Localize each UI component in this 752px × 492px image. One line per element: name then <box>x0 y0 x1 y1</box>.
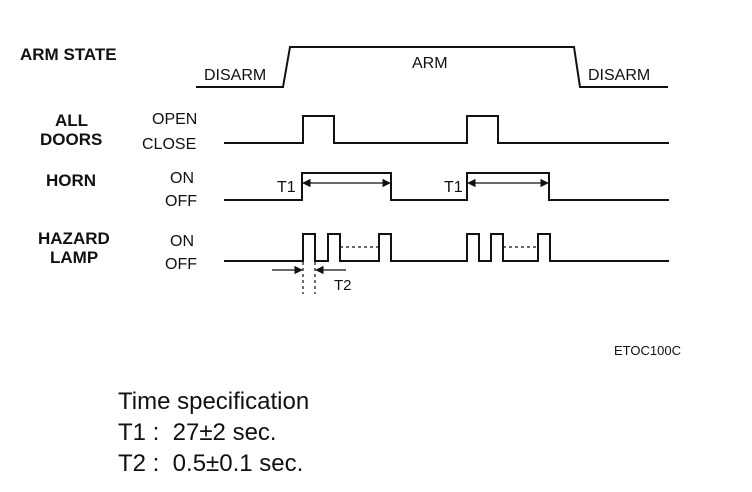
all-doors-waveform <box>224 115 669 144</box>
all-doors-label-line2: DOORS <box>40 130 102 149</box>
horn-t1-label-first: T1 <box>277 179 296 196</box>
horn-off-label: OFF <box>165 193 197 210</box>
arm-state-disarm-right-label: DISARM <box>588 67 650 84</box>
hazard-lamp-label-line2: LAMP <box>50 248 98 267</box>
hazard-lamp-t2-label: T2 <box>334 277 352 294</box>
arm-state-arm-label: ARM <box>412 55 448 72</box>
time-spec-t1: T1 : 27±2 sec. <box>118 419 277 446</box>
hazard-lamp-label-line1: HAZARD <box>38 229 110 248</box>
horn-on-label: ON <box>170 170 194 187</box>
horn-label: HORN <box>46 171 96 190</box>
all-doors-open-label: OPEN <box>152 111 197 128</box>
time-specification-block: Time specification T1 : 27±2 sec. T2 : 0… <box>118 386 309 479</box>
arm-state-disarm-left-label: DISARM <box>204 67 266 84</box>
hazard-lamp-on-label: ON <box>170 233 194 250</box>
arm-state-label: ARM STATE <box>20 45 117 64</box>
figure-code: ETOC100C <box>614 343 681 358</box>
time-spec-t2: T2 : 0.5±0.1 sec. <box>118 450 304 477</box>
all-doors-close-label: CLOSE <box>142 136 196 153</box>
time-spec-title: Time specification <box>118 388 310 415</box>
horn-waveform <box>224 172 669 201</box>
arm-state-waveform <box>196 46 668 88</box>
hazard-lamp-off-label: OFF <box>165 256 197 273</box>
horn-t1-label-second: T1 <box>444 179 463 196</box>
all-doors-label-line1: ALL <box>55 111 88 130</box>
hazard-lamp-waveform <box>224 233 669 262</box>
